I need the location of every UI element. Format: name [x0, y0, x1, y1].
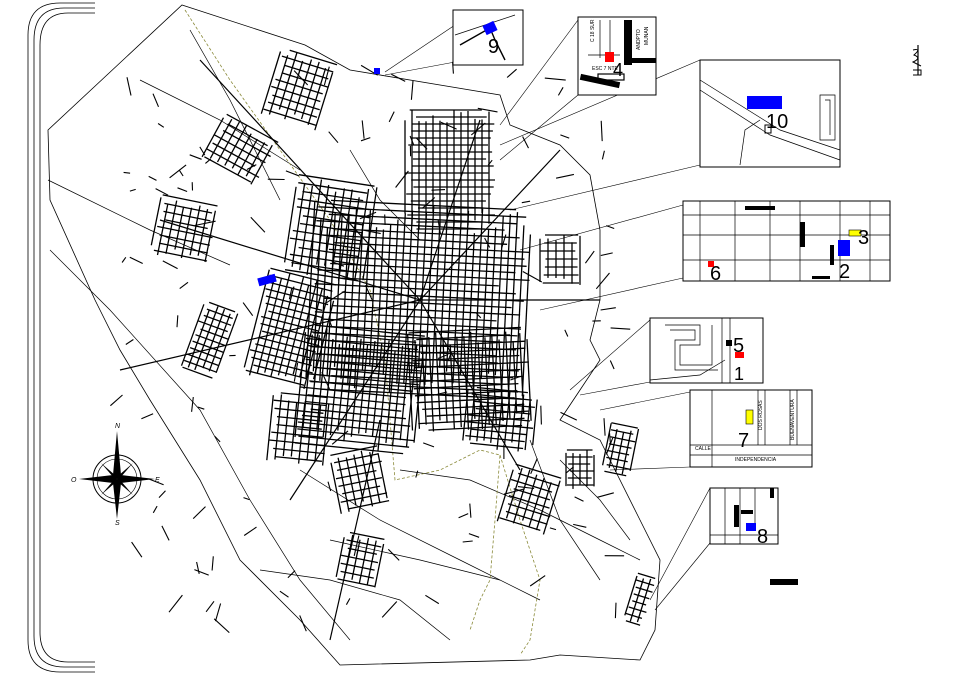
- site-3-marker[interactable]: [848, 229, 862, 237]
- street-label-c18sur: C 18 SUR: [590, 19, 596, 42]
- street-label-dos-rosas: DOS ROSAS: [758, 400, 764, 430]
- inset-leader-lines: [384, 19, 711, 611]
- site-7-label: 7: [738, 430, 749, 452]
- site-2-label: 2: [839, 261, 850, 283]
- main-map-site-marker[interactable]: [257, 273, 277, 287]
- site-8-label: 8: [757, 526, 768, 548]
- street-label-munan: MUNAN: [644, 26, 650, 45]
- inset-7[interactable]: 7 CALLE INDEPENDENCIA DOS ROSAS BUENAVEN…: [689, 389, 813, 468]
- site-1-marker[interactable]: [735, 352, 744, 358]
- site-4-label: 4: [613, 60, 623, 80]
- site-7-marker[interactable]: [745, 409, 754, 425]
- street-label-esc: ESC 7 NTE: [592, 66, 619, 72]
- street-label-independencia: INDEPENDENCIA: [735, 457, 777, 463]
- main-map-site-marker-small[interactable]: [374, 68, 380, 74]
- compass-north-label: N: [115, 423, 121, 430]
- street-label-calle: CALLE: [695, 446, 712, 452]
- site-10-label: 10: [766, 111, 788, 133]
- inset-5-1[interactable]: 5 1: [649, 317, 764, 384]
- site-6-marker[interactable]: [708, 261, 714, 267]
- street-grid: [110, 49, 656, 641]
- compass-rose-icon: N S E O: [71, 423, 160, 527]
- site-8-marker[interactable]: [746, 523, 756, 531]
- site-9-label: 9: [488, 36, 499, 58]
- inset-4[interactable]: 4 C 18 SUR ANDPTO MUNAN ESC 7 NTE: [577, 16, 657, 96]
- site-6-label: 6: [710, 263, 721, 285]
- site-4-marker[interactable]: [605, 52, 614, 62]
- inset-10[interactable]: 10: [699, 59, 841, 168]
- compass-west-label: O: [71, 477, 77, 484]
- site-2-marker[interactable]: [838, 240, 850, 256]
- compass-east-label: E: [155, 477, 160, 484]
- compass-south-label: S: [115, 520, 120, 527]
- site-10-marker[interactable]: [747, 96, 782, 109]
- street-label-andpto: ANDPTO: [636, 29, 642, 50]
- inset-8[interactable]: 8: [709, 487, 779, 548]
- map-border-frame: [27, 2, 95, 673]
- site-5-label: 5: [733, 335, 744, 357]
- inset-9[interactable]: 9: [452, 9, 524, 66]
- site-9-marker[interactable]: [482, 20, 498, 36]
- river-line: [184, 9, 541, 656]
- scale-bar: [770, 579, 798, 585]
- site-1-label: 1: [734, 364, 744, 384]
- title-block-glyph-icon: [911, 45, 922, 76]
- street-label-buenaventura: BUENAVENTURA: [790, 399, 796, 440]
- inset-2-3-6[interactable]: 2 3 6: [682, 200, 891, 285]
- site-3-label: 3: [858, 227, 869, 249]
